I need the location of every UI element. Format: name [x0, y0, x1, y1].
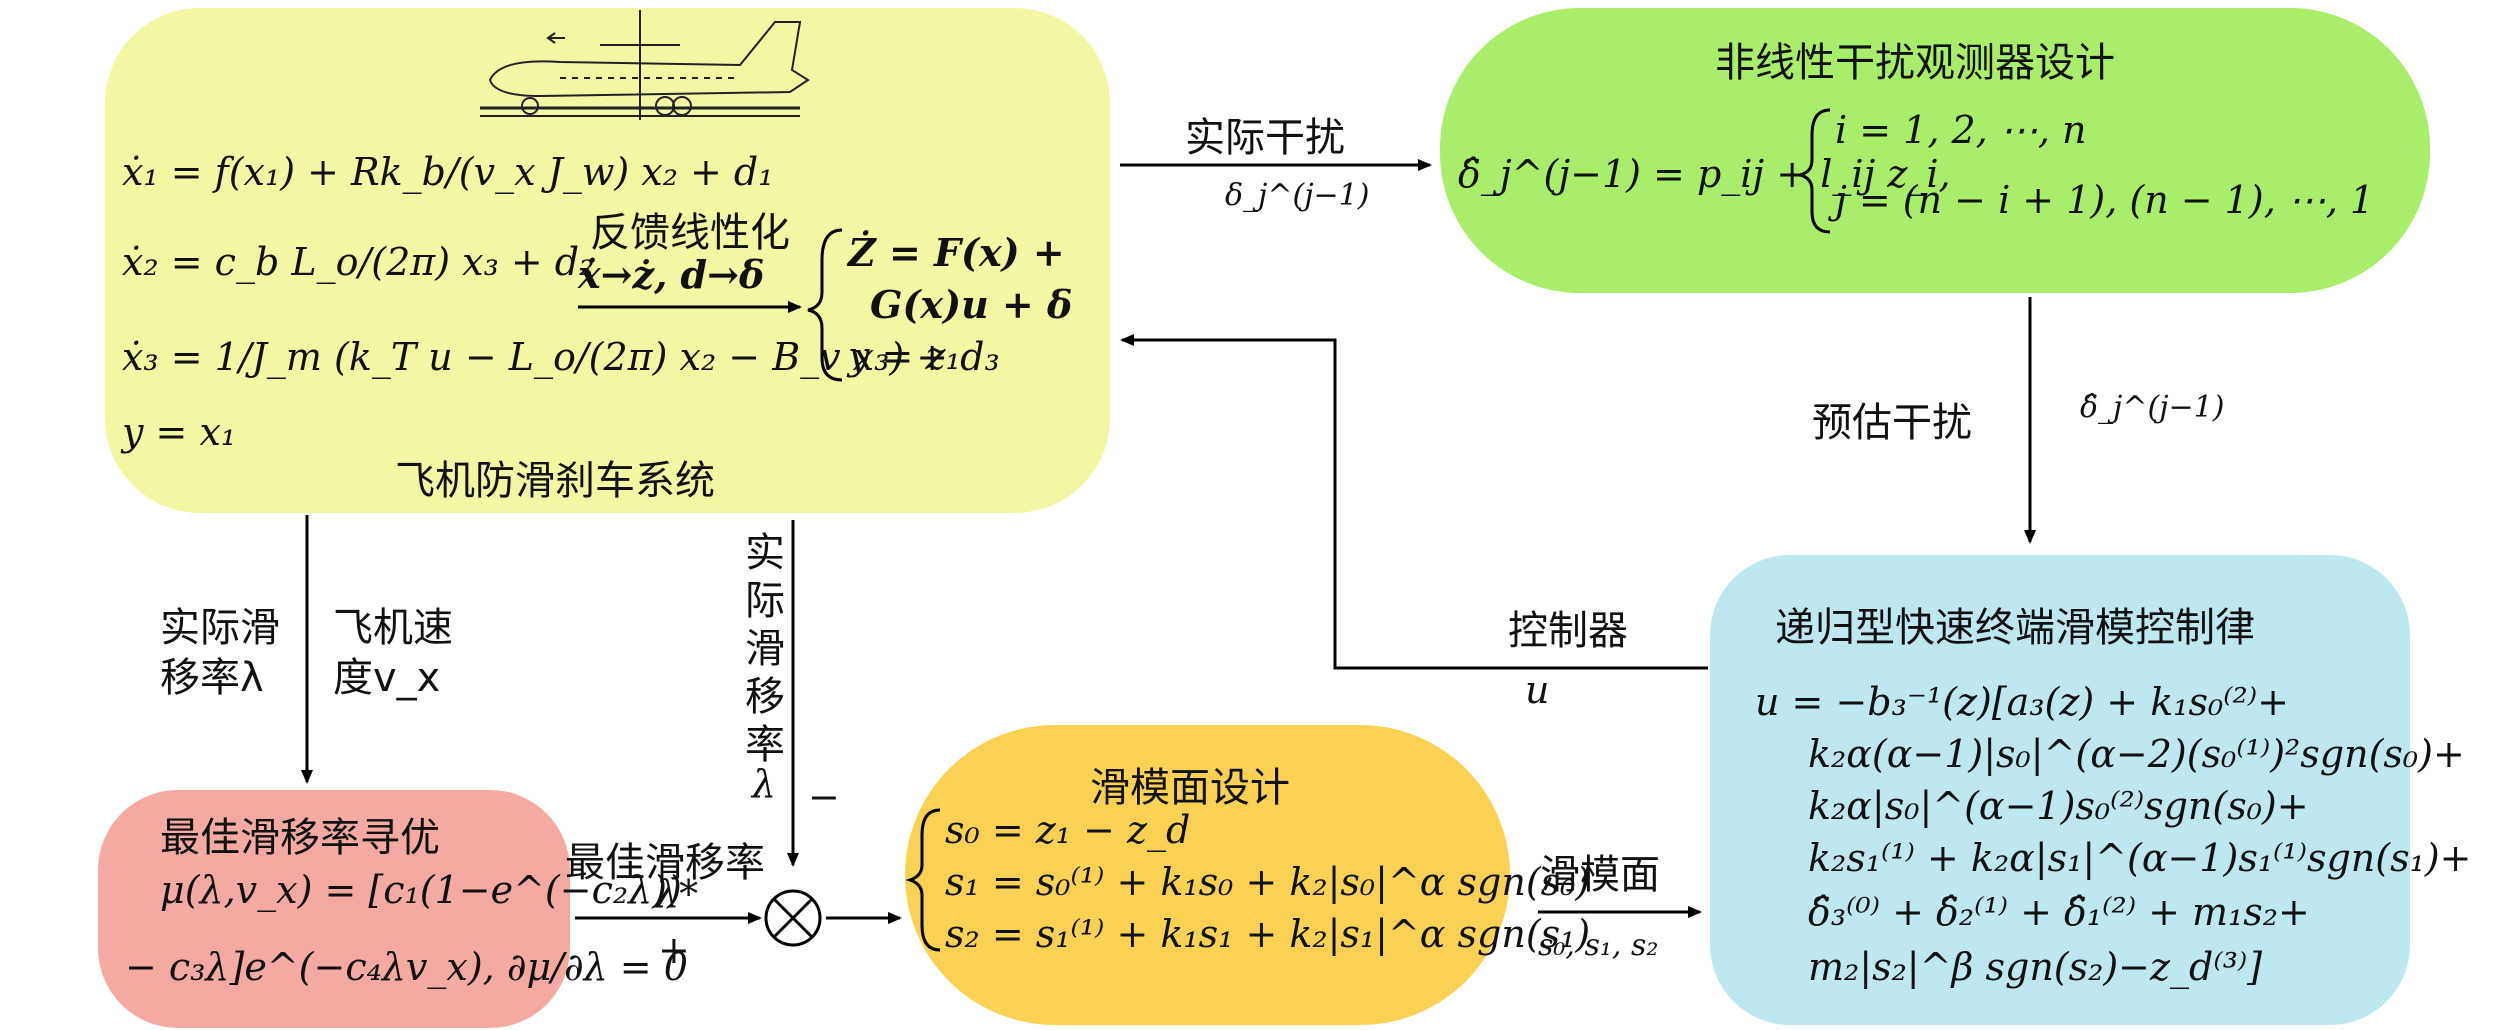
- controller-line-4: k₂s₁⁽¹⁾ + k₂α|s₁|^(α−1)s₁⁽¹⁾sgn(s₁)+: [1808, 836, 2472, 880]
- controller-output-label: 控制器: [1508, 608, 1628, 654]
- sliding-output-label: 滑模面: [1540, 852, 1660, 898]
- minus-sign: −: [808, 775, 840, 819]
- sliding-line-2: s₁ = s₀⁽¹⁾ + k₁s₀ + k₂|s₀|^α sgn(s₀): [945, 860, 1591, 904]
- actual-slip-left-line-1: 实际滑: [160, 605, 280, 651]
- sliding-surface-box: [905, 725, 1510, 1025]
- optimal-slip-out-label: 最佳滑移率: [565, 840, 765, 886]
- optimal-slip-line-1: μ(λ,v_x) = [c₁(1−e^(−c₂λ)): [160, 868, 682, 912]
- sliding-line-1: s₀ = z₁ − z_d: [945, 808, 1191, 852]
- actual-slip-vertical-1: 实: [745, 530, 785, 576]
- controller-box: [1710, 555, 2410, 1025]
- observer-condition-j: j = (n − i + 1), (n − 1), ⋯, 1: [1835, 178, 2375, 222]
- feedback-linearization-label: 反馈线性化: [590, 210, 790, 256]
- optimal-slip-out-symbol: λ*: [655, 872, 699, 916]
- sliding-line-3: s₂ = s₁⁽¹⁾ + k₁s₁ + k₂|s₁|^α sgn(s₁): [945, 912, 1591, 956]
- controller-output-symbol: u: [1525, 668, 1550, 712]
- transform-label: ẋ→ż, d→δ: [578, 252, 765, 297]
- transformed-eq-1: Ż = F(x) +: [848, 230, 1065, 275]
- optimal-slip-box: [98, 790, 570, 1028]
- aircraft-speed-line-1: 飞机速: [333, 605, 453, 651]
- controller-line-6: m₂|s₂|^β sgn(s₂)−z_d⁽³⁾]: [1808, 945, 2263, 989]
- transformed-eq-3: y = z₁: [848, 334, 961, 378]
- actual-slip-vertical-5: 率: [745, 722, 785, 768]
- actual-disturbance-label: 实际干扰: [1185, 115, 1345, 161]
- optimal-slip-line-2: − c₃λ]e^(−c₄λv_x), ∂μ/∂λ = 0: [125, 945, 688, 989]
- optimal-slip-plus: +: [658, 928, 690, 972]
- actual-slip-vertical-6: λ: [752, 762, 777, 806]
- system-eq-2: ẋ₂ = c_b L_o/(2π) x₃ + d₂: [122, 240, 595, 284]
- transformed-eq-2: G(x)u + δ: [870, 282, 1073, 327]
- aircraft-speed-line-2: 度v_x: [333, 655, 441, 701]
- transformed-brace: [807, 228, 843, 382]
- controller-line-2: k₂α(α−1)|s₀|^(α−2)(s₀⁽¹⁾)²sgn(s₀)+: [1808, 732, 2465, 776]
- system-eq-1: ẋ₁ = f(x₁) + Rk_b/(v_x J_w) x₂ + d₁: [122, 150, 774, 194]
- controller-line-3: k₂α|s₀|^(α−1)s₀⁽²⁾sgn(s₀)+: [1808, 784, 2309, 828]
- actual-slip-vertical-3: 滑: [745, 626, 785, 672]
- controller-title: 递归型快速终端滑模控制律: [1775, 605, 2255, 651]
- observer-condition-i: i = 1, 2, ⋯, n: [1835, 108, 2087, 152]
- summing-junction: [764, 889, 822, 947]
- airplane-icon: [480, 10, 810, 120]
- actual-slip-vertical-2: 际: [745, 578, 785, 624]
- sliding-output-symbol: s₀, s₁, s₂: [1538, 928, 1659, 963]
- actual-slip-left-line-2: 移率λ: [160, 655, 264, 701]
- observer-box: [1440, 8, 2430, 293]
- estimated-disturbance-label: 预估干扰: [1812, 400, 1972, 446]
- controller-line-1: u = −b₃⁻¹(z)[a₃(z) + k₁s₀⁽²⁾+: [1755, 680, 2289, 724]
- observer-title: 非线性干扰观测器设计: [1715, 40, 2115, 86]
- system-title: 飞机防滑刹车系统: [395, 458, 715, 504]
- optimal-slip-title: 最佳滑移率寻优: [160, 815, 440, 861]
- observer-brace: [1799, 108, 1831, 234]
- sliding-brace: [905, 808, 941, 952]
- estimated-disturbance-symbol: δ̂_j^(j−1): [2080, 390, 2225, 425]
- observer-equation: δ̂_j^(j−1) = p_ij + l_ij z_i,: [1458, 152, 1951, 196]
- aircraft-system-box: [105, 8, 1110, 513]
- system-eq-3: ẋ₃ = 1/J_m (k_T u − L_o/(2π) x₂ − B_v x₃…: [122, 335, 1000, 379]
- controller-line-5: δ̂₃⁽⁰⁾ + δ̂₂⁽¹⁾ + δ̂₁⁽²⁾ + m₁s₂+: [1808, 890, 2310, 934]
- controller-output-arrow: [1120, 334, 1708, 670]
- sliding-title: 滑模面设计: [1090, 765, 1290, 811]
- actual-disturbance-symbol: δ_j^(j−1): [1225, 178, 1370, 213]
- system-eq-4: y = x₁: [122, 410, 237, 454]
- actual-slip-vertical-4: 移: [745, 674, 785, 720]
